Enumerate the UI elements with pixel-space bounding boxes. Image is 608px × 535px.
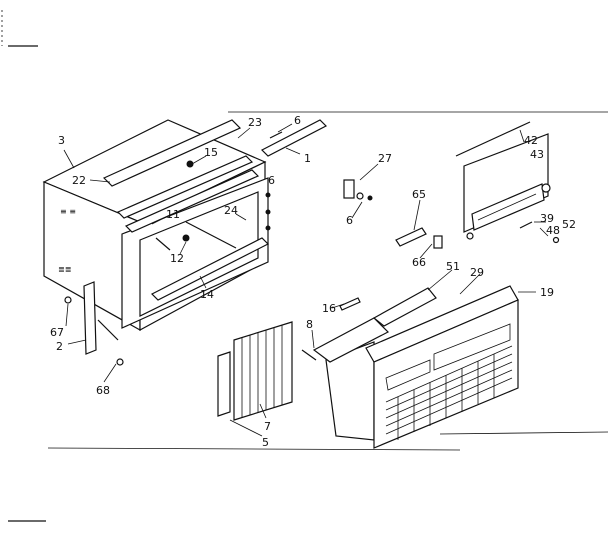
callout-3: 3 — [58, 134, 65, 147]
callout-66: 66 — [412, 256, 426, 269]
callout-51: 51 — [446, 260, 460, 273]
callout-67: 67 — [50, 326, 64, 339]
callout-1: 1 — [304, 152, 311, 165]
rear-panel — [455, 121, 560, 244]
callout-29: 29 — [470, 266, 484, 279]
callout-23: 23 — [248, 116, 262, 129]
callout-11: 11 — [166, 208, 180, 221]
margin-marks — [1, 10, 608, 522]
callouts: 3 22 23 6 1 15 6 11 24 12 14 67 2 68 27 … — [50, 114, 576, 449]
callout-14: 14 — [200, 288, 214, 301]
callout-6: 6 — [294, 114, 301, 127]
callout-65: 65 — [412, 188, 426, 201]
callout-6: 6 — [268, 174, 275, 187]
callout-42: 42 — [524, 134, 538, 147]
filter — [217, 321, 293, 421]
leader-lines — [63, 123, 549, 437]
callout-24: 24 — [224, 204, 238, 217]
callout-6: 6 — [346, 214, 353, 227]
blocks-65-66 — [395, 227, 443, 249]
callout-2: 2 — [56, 340, 63, 353]
pin-16 — [339, 297, 361, 311]
callout-16: 16 — [322, 302, 336, 315]
callout-39: 39 — [540, 212, 554, 225]
callout-27: 27 — [378, 152, 392, 165]
rod-part-1 — [260, 119, 328, 157]
svg-text:≣≣: ≣≣ — [58, 265, 71, 274]
callout-22: 22 — [72, 174, 86, 187]
screws — [64, 160, 194, 366]
callout-19: 19 — [540, 286, 554, 299]
callout-5: 5 — [262, 436, 269, 449]
bracket-27 — [343, 179, 373, 201]
front-grille — [301, 285, 519, 449]
side-bracket — [83, 281, 119, 355]
callout-43: 43 — [530, 148, 544, 161]
svg-text:≡ ≡: ≡ ≡ — [60, 207, 76, 216]
top-rails — [102, 119, 260, 233]
callout-52: 52 — [562, 218, 576, 231]
callout-68: 68 — [96, 384, 110, 397]
callout-8: 8 — [306, 318, 313, 331]
callout-48: 48 — [546, 224, 560, 237]
callout-12: 12 — [170, 252, 184, 265]
bottom-rail — [150, 237, 270, 301]
callout-15: 15 — [204, 146, 218, 159]
callout-7: 7 — [264, 420, 271, 433]
